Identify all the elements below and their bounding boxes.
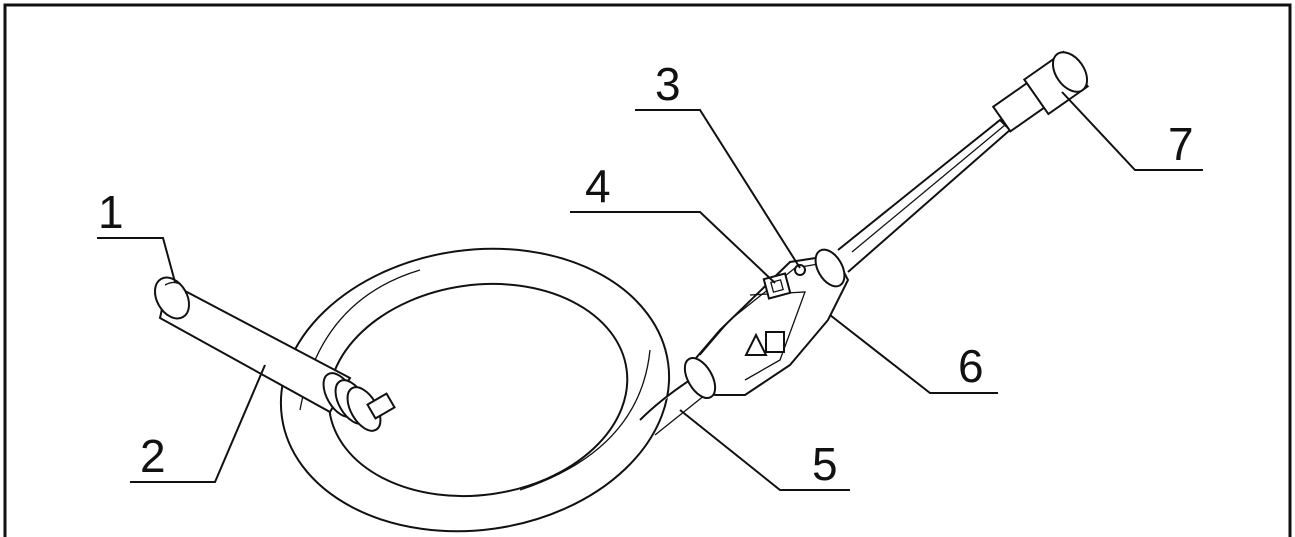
flexible-coil-loop xyxy=(279,247,671,533)
coupling-rings xyxy=(322,372,396,432)
leader-line-7 xyxy=(1061,91,1203,171)
leader-lines xyxy=(97,91,1203,491)
callout-6: 6 xyxy=(958,340,984,392)
callout-7: 7 xyxy=(1168,118,1194,170)
leader-line-4 xyxy=(570,211,776,284)
figure-frame xyxy=(3,3,1292,537)
callout-3: 3 xyxy=(655,58,681,110)
probe-housing xyxy=(683,248,850,399)
leader-line-3 xyxy=(635,109,801,269)
callout-5: 5 xyxy=(812,438,838,490)
output-cable-and-connector xyxy=(837,50,1090,273)
callout-1: 1 xyxy=(98,186,124,238)
leader-line-5 xyxy=(679,409,850,491)
callout-4: 4 xyxy=(585,160,611,212)
leader-line-6 xyxy=(829,314,998,394)
leader-line-2 xyxy=(130,364,266,483)
cable-to-housing xyxy=(639,379,706,436)
callout-2: 2 xyxy=(140,430,166,482)
coil-end-sleeve xyxy=(153,276,352,414)
leader-line-1 xyxy=(97,237,176,283)
